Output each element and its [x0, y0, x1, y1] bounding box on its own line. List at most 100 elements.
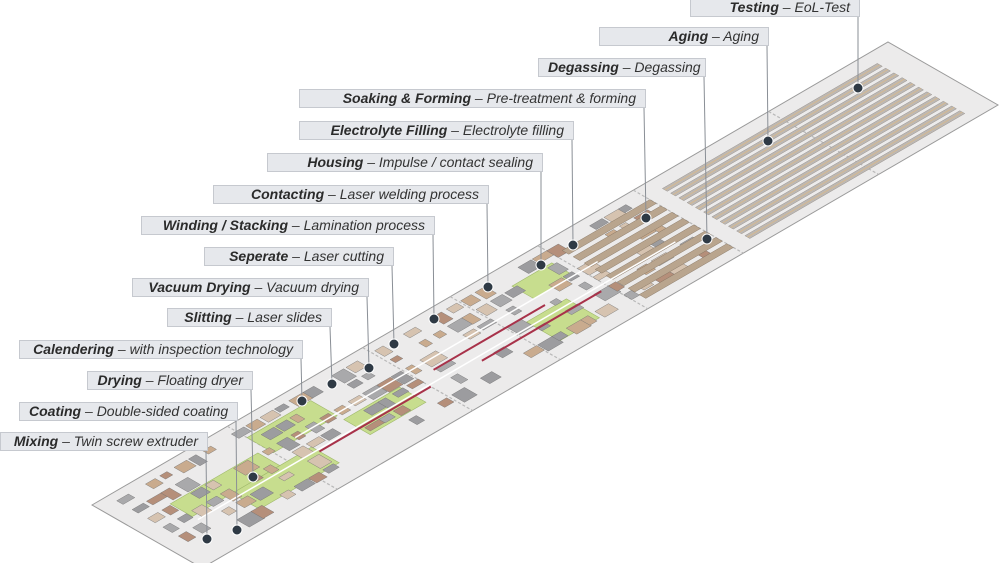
machine-block: [331, 368, 358, 384]
rack-rail: [747, 111, 963, 238]
machine-block: [190, 486, 211, 499]
location-marker-contacting: [482, 281, 494, 293]
machine-block: [565, 319, 592, 335]
coating-zone: [525, 298, 601, 342]
machine-block: [548, 277, 573, 292]
rack-rail: [697, 83, 913, 210]
formation-row: [605, 224, 701, 280]
machine-block: [278, 471, 295, 482]
machine-block: [360, 371, 376, 381]
machine-block: [392, 405, 412, 416]
machine-block: [159, 471, 174, 480]
location-marker-seperate: [388, 338, 400, 350]
machine-block: [276, 436, 301, 452]
step-name: Drying: [97, 372, 142, 388]
machine-block: [259, 409, 282, 423]
machine-block: [361, 385, 388, 400]
step-detail: Impulse / contact sealing: [378, 154, 533, 170]
conveyor-line: [433, 304, 546, 371]
step-name: Soaking & Forming: [342, 90, 472, 106]
machine-block: [536, 322, 552, 332]
machine-block: [160, 487, 183, 501]
machine-block: [235, 495, 257, 509]
location-marker-winding: [428, 313, 440, 325]
leader-line-coating: [235, 420, 238, 531]
machine-block: [617, 204, 633, 214]
machine-block: [320, 428, 342, 441]
rack-rail: [681, 73, 897, 200]
machine-block: [161, 505, 180, 516]
machine-block: [304, 421, 326, 434]
machine-block: [445, 302, 465, 314]
machine-block: [522, 345, 545, 359]
machine-block: [262, 464, 280, 475]
factory-floor: [90, 41, 1000, 563]
floor-slab: [90, 41, 1000, 563]
label-coating: Coating – Double-sided coating: [19, 402, 238, 421]
machine-block: [389, 355, 404, 363]
machine-block: [116, 493, 136, 505]
label-contacting: Contacting – Laser welding process: [213, 185, 489, 204]
location-marker-housing: [535, 259, 547, 271]
machine-block: [475, 303, 498, 317]
step-detail: Laser cutting: [303, 248, 384, 264]
formation-row: [583, 211, 679, 268]
machine-block: [479, 371, 502, 384]
separator: –: [324, 186, 340, 202]
machine-block: [551, 331, 569, 341]
step-name: Contacting: [251, 186, 325, 202]
step-name: Mixing: [13, 433, 59, 449]
rack-rail: [738, 107, 955, 233]
machine-block: [177, 531, 197, 542]
rack-rail: [664, 64, 880, 191]
separator: –: [363, 154, 379, 170]
step-name: Degassing: [548, 59, 619, 75]
label-soaking: Soaking & Forming – Pre-treatment & form…: [299, 89, 646, 108]
machine-block: [391, 387, 410, 398]
machine-block: [131, 502, 150, 514]
formation-row: [594, 218, 690, 274]
step-detail: Electrolyte filling: [462, 122, 564, 138]
machine-block: [289, 413, 306, 424]
separator: –: [447, 122, 463, 138]
machine-block: [233, 459, 261, 476]
machine-block: [346, 378, 364, 389]
machine-block: [406, 378, 425, 390]
machine-block: [578, 281, 594, 291]
separator: –: [708, 28, 724, 44]
machine-block: [306, 454, 333, 469]
separator: –: [288, 248, 304, 264]
step-detail: Degassing: [634, 59, 701, 75]
formation-row: [627, 237, 723, 293]
separator: –: [250, 279, 267, 295]
label-winding: Winding / Stacking – Lamination process: [141, 216, 435, 235]
machine-block: [419, 350, 449, 368]
machine-block: [307, 471, 328, 484]
separator: –: [113, 341, 130, 357]
machine-block: [374, 345, 394, 357]
step-detail: Twin screw extruder: [73, 433, 198, 449]
label-slitting: Slitting – Laser slides: [167, 308, 332, 327]
machine-block: [451, 387, 478, 403]
machine-block: [144, 478, 164, 490]
leader-line-slitting: [329, 326, 333, 385]
machine-block: [390, 370, 415, 385]
machine-block: [594, 303, 619, 318]
rack-rail: [714, 92, 930, 219]
machine-block: [474, 286, 497, 300]
label-electrolyte: Electrolyte Filling – Electrolyte fillin…: [299, 121, 574, 140]
rack-rail: [672, 69, 889, 195]
machine-block: [549, 298, 563, 306]
label-calendering: Calendering – with inspection technology: [19, 340, 303, 359]
machine-block: [274, 419, 296, 432]
label-vacuum: Vacuum Drying – Vacuum drying: [132, 278, 369, 297]
location-marker-vacuum: [363, 362, 375, 374]
machine-block: [305, 436, 326, 448]
step-name: Slitting: [184, 309, 232, 325]
leader-line-mixing: [205, 450, 208, 540]
leader-line-contacting: [486, 203, 489, 288]
step-detail: Laser slides: [247, 309, 322, 325]
step-detail: EoL-Test: [794, 0, 850, 15]
label-aging: Aging – Aging: [599, 27, 769, 46]
